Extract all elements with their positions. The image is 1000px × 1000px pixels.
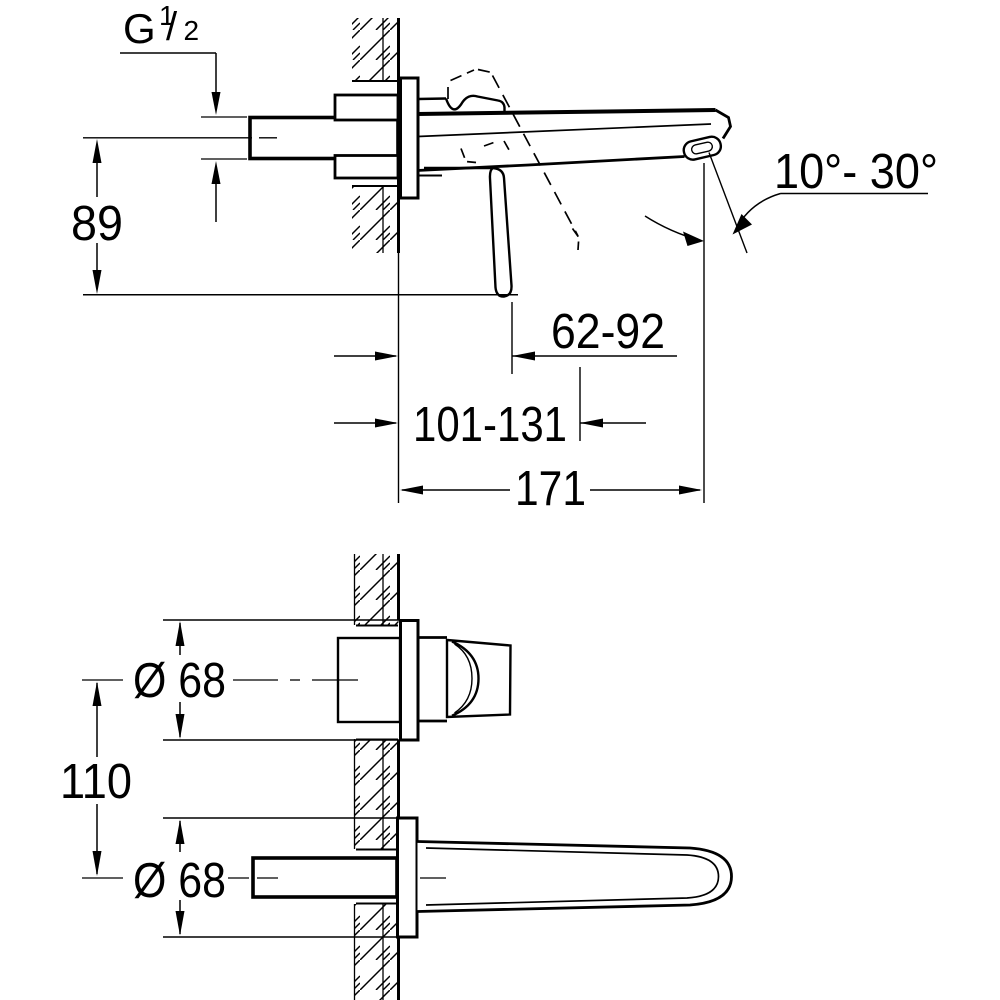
- dim-110-label: 110: [60, 755, 132, 809]
- handle-escutcheon: [399, 619, 420, 742]
- spout-top-edge: [416, 108, 716, 116]
- arrow-down-icon: [92, 851, 102, 876]
- arrow-up-icon: [175, 819, 185, 844]
- dimension-110: 110: [60, 681, 132, 876]
- side-view: G 1 / 2 89 62-92 101-131: [71, 0, 938, 516]
- angle-range-label: 10°- 30°: [774, 145, 938, 199]
- dimension-62-92: 62-92: [334, 302, 677, 374]
- curved-arrow-icon: [683, 231, 704, 246]
- spout-outline: [417, 840, 733, 913]
- spout-tip: [714, 108, 732, 140]
- wall-section-plan: [353, 554, 400, 1000]
- spout-escutcheon: [396, 816, 419, 939]
- dim-171-label: 171: [515, 462, 586, 516]
- arrow-down-icon: [175, 714, 185, 739]
- arrow-down-icon: [92, 270, 102, 294]
- arrow-right-icon: [679, 485, 702, 495]
- thread-size-label: G: [123, 5, 156, 52]
- lever-cap-profile: [444, 94, 506, 114]
- arrow-right-icon: [375, 351, 398, 361]
- outlet-tilted-reference-line: [708, 152, 748, 254]
- spout-unit-plan: [82, 816, 733, 939]
- dim-62-92-label: 62-92: [551, 305, 665, 359]
- thread-fraction-numerator: 1: [159, 0, 175, 31]
- handle-unit-plan: [82, 619, 512, 742]
- lever-handle-side: [424, 166, 513, 298]
- plan-view: Ø 68 110 Ø 68: [60, 554, 733, 1000]
- wall-section-side: [352, 18, 406, 503]
- thread-fraction-denominator: 2: [184, 15, 200, 46]
- curved-arrow-icon: [732, 214, 752, 235]
- annotation-spout-angle: 10°- 30°: [644, 145, 938, 503]
- dimension-dia68-handle: Ø 68: [133, 619, 416, 741]
- dim-89-label: 89: [71, 197, 123, 251]
- arrow-left-icon: [580, 418, 603, 428]
- arrow-left-icon: [400, 485, 423, 495]
- handle-blade: [488, 166, 513, 298]
- handle-swing-dashed: [447, 68, 580, 251]
- dimension-dia68-spout: Ø 68: [133, 817, 415, 938]
- dimension-thread-size: G 1 / 2: [120, 0, 247, 222]
- arrow-down-icon: [175, 911, 185, 936]
- aerator: [682, 135, 723, 161]
- arrow-up-icon: [92, 681, 102, 706]
- dia-68-spout-label: Ø 68: [133, 854, 226, 908]
- dimension-89: 89: [71, 139, 518, 296]
- dimension-101-131: 101-131: [334, 367, 646, 452]
- arrow-up-icon: [175, 621, 185, 646]
- swung-handle-edge: [491, 75, 579, 237]
- dim-101-131-label: 101-131: [413, 398, 567, 452]
- arrow-right-icon: [375, 418, 398, 428]
- arrow-left-icon: [512, 351, 535, 361]
- arrow-up-icon: [92, 139, 102, 163]
- arrow-down-icon: [211, 92, 221, 115]
- arrow-up-icon: [211, 161, 221, 184]
- escutcheon-side: [399, 76, 420, 200]
- thread-fraction-slash: /: [166, 5, 178, 49]
- dia-68-handle-label: Ø 68: [133, 654, 226, 708]
- supply-connection: [83, 93, 400, 180]
- dimension-171: 171: [400, 462, 702, 516]
